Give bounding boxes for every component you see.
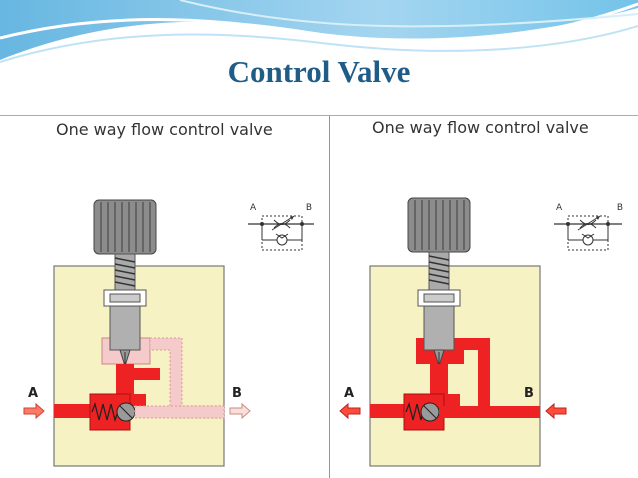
panel-caption: One way flow control valve bbox=[372, 118, 589, 137]
port-a-label: A bbox=[28, 386, 38, 401]
arrow-in-a-icon bbox=[23, 402, 45, 420]
threaded-stem-icon bbox=[428, 251, 450, 291]
port-a-label: A bbox=[344, 386, 354, 401]
threaded-stem-icon bbox=[114, 253, 136, 291]
valve-diagram-right: A B A B bbox=[339, 197, 623, 467]
title-rule bbox=[0, 115, 638, 116]
arrow-out-b-icon bbox=[229, 402, 251, 420]
svg-text:A: A bbox=[556, 203, 563, 213]
flow-control-symbol-icon: A B bbox=[248, 203, 314, 251]
needle-icon bbox=[423, 305, 455, 368]
spring-icon bbox=[91, 401, 119, 423]
header-swoosh-decoration bbox=[0, 0, 638, 63]
valve-diagram-left: A B A B bbox=[23, 199, 314, 467]
outlet-line bbox=[370, 404, 406, 418]
needle-icon bbox=[109, 305, 141, 368]
flow-control-symbol-icon: A B bbox=[554, 203, 623, 251]
panel-divider bbox=[329, 116, 330, 478]
svg-text:B: B bbox=[306, 203, 312, 213]
arrow-out-a-icon bbox=[339, 402, 361, 420]
valve-body bbox=[53, 265, 225, 467]
panel-b-to-a: One way flow control valve bbox=[330, 116, 630, 476]
arrow-in-b-icon bbox=[545, 402, 567, 420]
svg-text:B: B bbox=[617, 203, 623, 213]
slide-title: Control Valve bbox=[227, 54, 411, 89]
knob-icon bbox=[407, 197, 471, 253]
inlet-line bbox=[54, 404, 90, 418]
port-b-label: B bbox=[232, 386, 242, 401]
knob-icon bbox=[93, 199, 157, 255]
panel-caption: One way flow control valve bbox=[56, 120, 273, 139]
svg-text:A: A bbox=[250, 203, 257, 213]
panel-a-to-b: One way flow control valve bbox=[14, 116, 314, 476]
port-b-label: B bbox=[524, 386, 534, 401]
